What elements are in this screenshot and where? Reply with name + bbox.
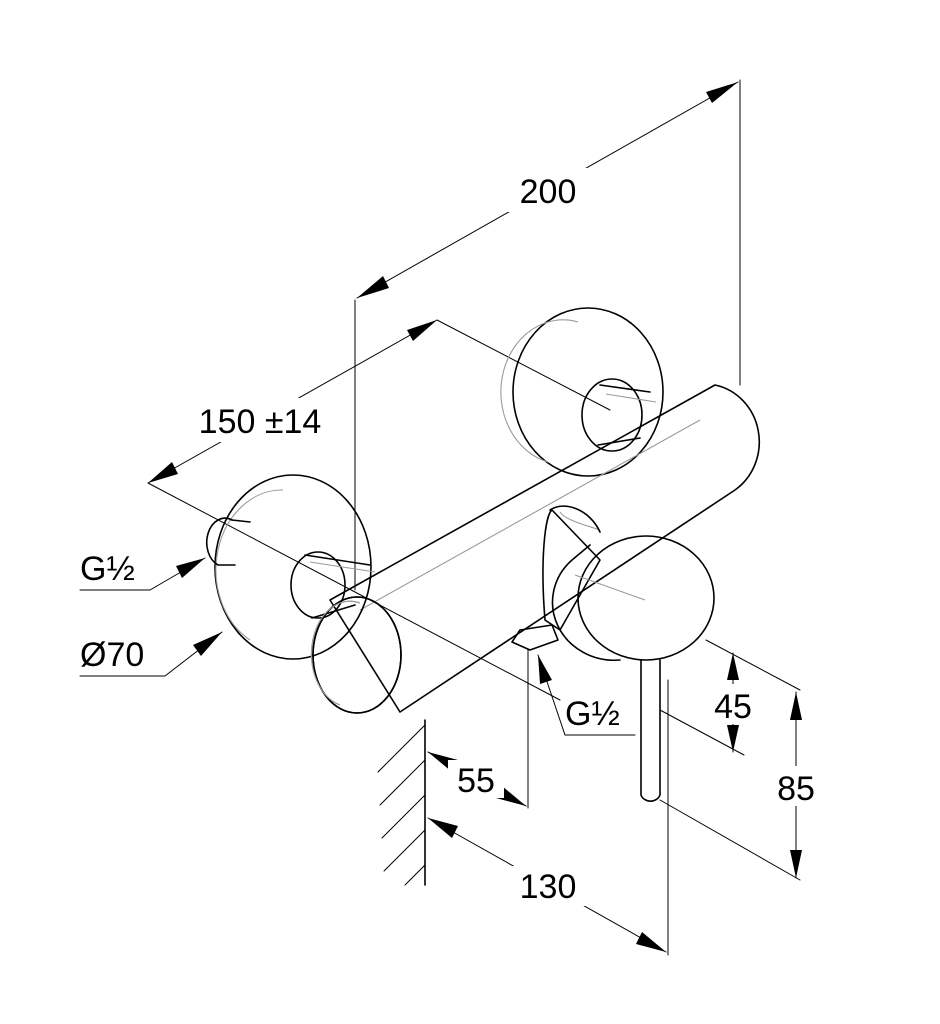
- dimension-150: 150 ±14: [147, 319, 611, 701]
- wall-hatch: [377, 719, 426, 886]
- dimension-130: 130: [427, 679, 669, 956]
- leader-left-thread: G½: [79, 550, 206, 591]
- dimension-label-200: 200: [520, 173, 577, 211]
- mixer-body: [310, 384, 761, 714]
- dimension-45: 45: [659, 639, 801, 756]
- dimension-label-85: 85: [777, 770, 815, 808]
- right-flange: [500, 307, 664, 477]
- label-left-thread: G½: [80, 550, 135, 588]
- dimension-label-150: 150 ±14: [199, 403, 322, 441]
- dimension-label-55: 55: [457, 762, 495, 800]
- dimension-label-130: 130: [520, 868, 577, 906]
- leader-outlet-thread: G½: [537, 654, 636, 736]
- left-flange: [205, 474, 402, 714]
- dimension-label-45: 45: [714, 688, 752, 726]
- dimension-85: 85: [659, 691, 826, 881]
- dimension-55: 55: [427, 649, 529, 809]
- label-flange-diameter: Ø70: [80, 636, 144, 674]
- label-outlet-thread: G½: [565, 695, 620, 733]
- leader-flange-diameter: Ø70: [79, 631, 223, 677]
- handle-assembly: [511, 505, 715, 802]
- dimension-200: 200: [354, 79, 741, 591]
